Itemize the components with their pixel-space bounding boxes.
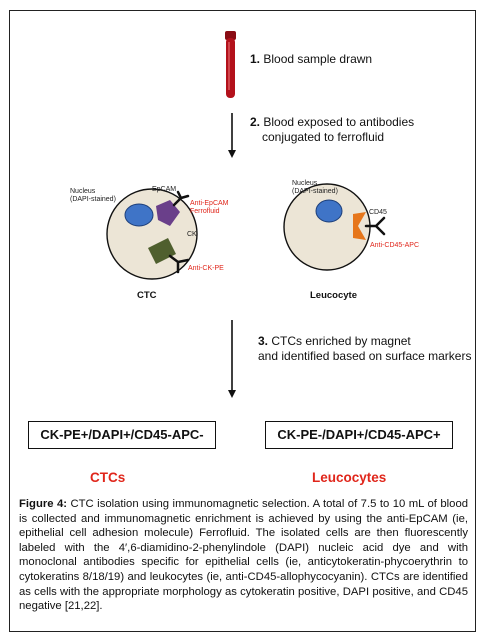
- ck-label: CK: [187, 231, 197, 238]
- step-2-label-line2: conjugated to ferrofluid: [262, 130, 385, 144]
- anti-ck-label: Anti-CK-PE: [188, 265, 224, 272]
- ctc-name: CTC: [137, 290, 157, 301]
- step-1-text: 1. Blood sample drawn: [250, 52, 372, 67]
- ctc-marker-profile: CK-PE+/DAPI+/CD45-APC-: [28, 421, 216, 449]
- epcam-label: EpCAM: [152, 186, 177, 193]
- step-3-number: 3.: [258, 334, 269, 348]
- leucocyte-marker-profile: CK-PE-/DAPI+/CD45-APC+: [265, 421, 453, 449]
- step-1-number: 1.: [250, 52, 261, 66]
- arrow-step-3: [228, 320, 236, 398]
- ctc-cell: [106, 188, 198, 280]
- arrow-step-1: [228, 113, 236, 158]
- epcam-marker: [156, 190, 190, 226]
- caption-label: Figure 4:: [19, 498, 68, 510]
- ctc-nucleus-label: Nucleus (DAPI-stained): [70, 188, 116, 203]
- leuco-nucleus-label: Nucleus (DAPI-stained): [292, 180, 338, 195]
- anti-epcam-label: Anti-EpCAM Ferrofluid: [190, 200, 229, 215]
- step-3-label: CTCs enriched by magnet: [271, 334, 411, 348]
- blood-tube-icon: [225, 31, 236, 98]
- step-3-label-line2: and identified based on surface markers: [258, 349, 472, 363]
- result-leucocytes: Leucocytes: [312, 470, 387, 485]
- cd45-marker: [353, 212, 386, 240]
- figure-frame: [9, 10, 476, 632]
- step-2-text: 2. Blood exposed to antibodies conjugate…: [250, 115, 414, 145]
- cd45-label: CD45: [369, 209, 387, 216]
- step-3-text: 3. CTCs enriched by magnet and identifie…: [258, 334, 471, 364]
- figure-caption: Figure 4: CTC isolation using immunomagn…: [19, 497, 468, 614]
- step-2-label: Blood exposed to antibodies: [263, 115, 415, 129]
- result-ctcs: CTCs: [90, 470, 126, 485]
- caption-text: CTC isolation using immunomagnetic selec…: [19, 498, 469, 613]
- ck-marker: [148, 238, 190, 274]
- leucocyte-cell: [283, 183, 371, 271]
- step-1-label: Blood sample drawn: [263, 52, 373, 66]
- anti-cd45-label: Anti-CD45-APC: [370, 242, 420, 249]
- leucocyte-name: Leucocyte: [310, 290, 357, 301]
- step-2-number: 2.: [250, 115, 261, 129]
